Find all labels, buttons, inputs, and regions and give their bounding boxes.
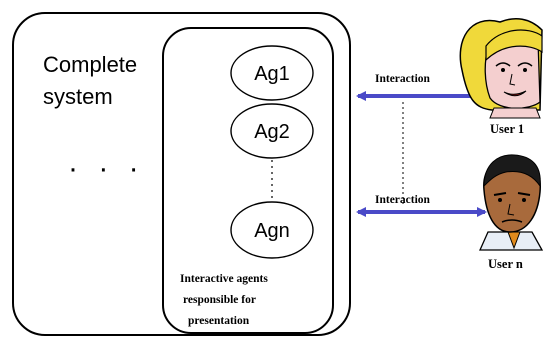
agent-1-node <box>230 45 314 101</box>
user-1-avatar <box>459 17 543 119</box>
system-ellipsis: · · · <box>68 152 145 185</box>
agent-2-label: Ag2 <box>254 121 290 143</box>
agents-caption-line2: responsible for <box>183 294 256 306</box>
agent-n-node <box>230 201 314 259</box>
interaction-label-top: Interaction <box>375 73 431 85</box>
system-label-line2: system <box>43 84 113 109</box>
agents-box <box>162 27 334 334</box>
user-n-label: User n <box>488 257 523 271</box>
agents-caption-line1: Interactive agents <box>180 273 268 285</box>
user-1-label: User 1 <box>490 122 524 136</box>
agent-1-label: Ag1 <box>254 63 290 85</box>
user-n-avatar <box>478 154 544 251</box>
system-label-line1: Complete <box>43 52 137 77</box>
agent-n-label: Agn <box>254 220 290 242</box>
interaction-label-bottom: Interaction <box>375 194 431 206</box>
agent-2-node <box>230 103 314 159</box>
agents-caption-line3: presentation <box>188 315 250 327</box>
